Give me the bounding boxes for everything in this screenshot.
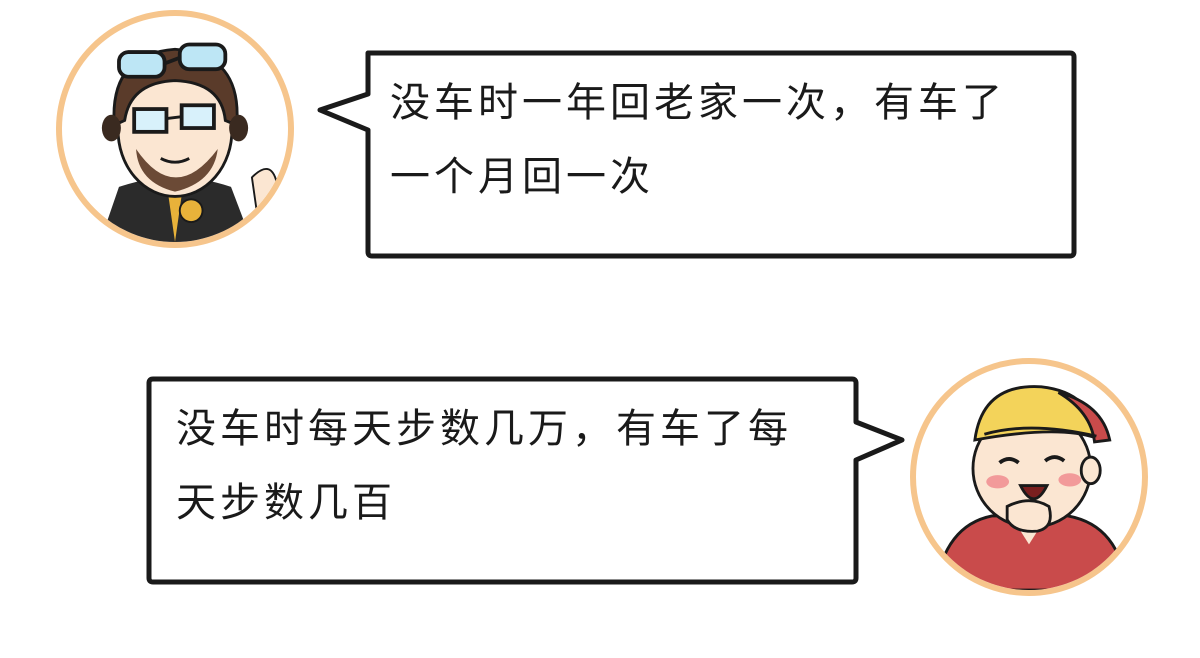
avatar-cap-character — [910, 358, 1148, 596]
speech-bubble-top-text: 没车时一年回老家一次，有车了 一个月回一次 — [390, 66, 1060, 214]
dialogue-line: 没车时每天步数几万，有车了每 — [176, 406, 792, 452]
goggles-character-illustration — [99, 42, 278, 242]
dialogue-line: 没车时一年回老家一次，有车了 — [390, 80, 1006, 126]
speech-bubble-bottom-text: 没车时每天步数几万，有车了每 天步数几百 — [176, 392, 846, 540]
speech-bubble-top: 没车时一年回老家一次，有车了 一个月回一次 — [317, 50, 1078, 260]
dialogue-line: 一个月回一次 — [390, 154, 654, 200]
dialogue-line: 天步数几百 — [176, 480, 396, 526]
speech-bubble-top-frame — [317, 50, 1077, 259]
avatar-goggles-character — [56, 10, 294, 248]
speech-bubble-bottom-frame — [146, 376, 905, 585]
speech-bubble-bottom: 没车时每天步数几万，有车了每 天步数几百 — [146, 376, 906, 586]
cap-character-illustration — [933, 385, 1129, 590]
